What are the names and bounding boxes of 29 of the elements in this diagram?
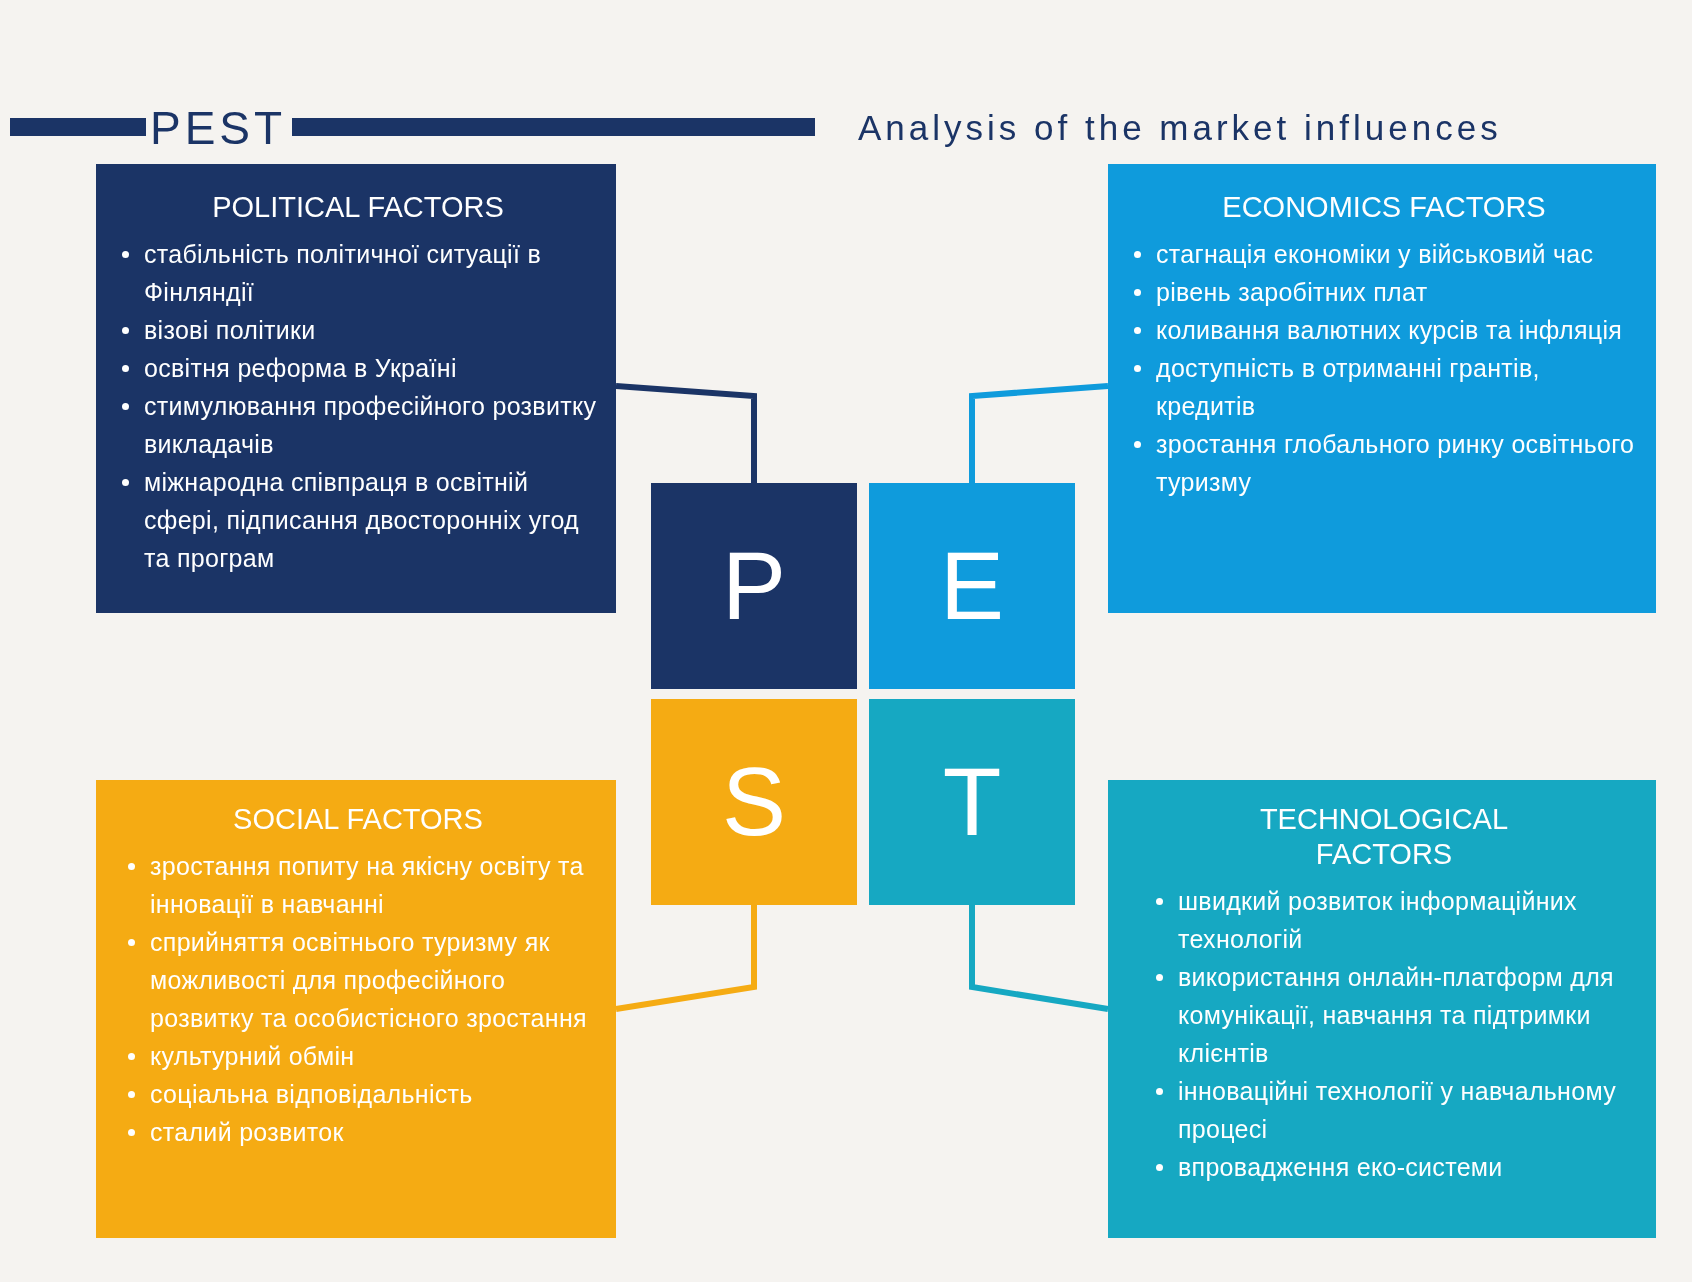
factor-card xyxy=(96,164,616,613)
factor-card xyxy=(1108,780,1656,1238)
letter-tile: T xyxy=(869,699,1075,905)
letter-tile: P xyxy=(651,483,857,689)
bullet-item: міжнародна співпраця в освітній сфері, підписання двосторонніх угод та програм xyxy=(144,468,579,572)
bullet-item: впровадження еко-системи xyxy=(1178,1153,1503,1181)
bullet-item: сталий розвиток xyxy=(150,1118,344,1146)
title: PEST xyxy=(150,101,287,156)
factor-card xyxy=(1108,164,1656,613)
connector-line xyxy=(615,905,757,1012)
connector-line xyxy=(615,383,757,483)
bullet-item: зростання глобального ринку освітнього туризму xyxy=(1156,430,1635,496)
letter-tile: S xyxy=(651,699,857,905)
factor-card xyxy=(96,780,616,1238)
bullet-item: візові політики xyxy=(144,316,316,344)
card-heading: TECHNOLOGICAL FACTORS xyxy=(1258,802,1510,872)
connector-line xyxy=(969,905,1109,1012)
connector-line xyxy=(969,383,1109,483)
bullet-item: коливання валютних курсів та інфляція xyxy=(1156,316,1623,344)
bullet-item: рівень заробітних плат xyxy=(1156,278,1428,306)
bullet-item: культурний обмін xyxy=(150,1042,355,1070)
card-heading: ECONOMICS FACTORS xyxy=(1221,190,1547,225)
bullet-item: соціальна відповідальність xyxy=(150,1080,473,1108)
card-heading: POLITICAL FACTORS xyxy=(211,190,505,225)
bullet-item: освітня реформа в Україні xyxy=(144,354,457,382)
bullet-item: стагнація економіки у військовий час xyxy=(1156,240,1594,268)
card-heading: SOCIAL FACTORS xyxy=(232,802,484,837)
letter-tile: E xyxy=(869,483,1075,689)
subtitle: Analysis of the market influences xyxy=(858,107,1502,149)
